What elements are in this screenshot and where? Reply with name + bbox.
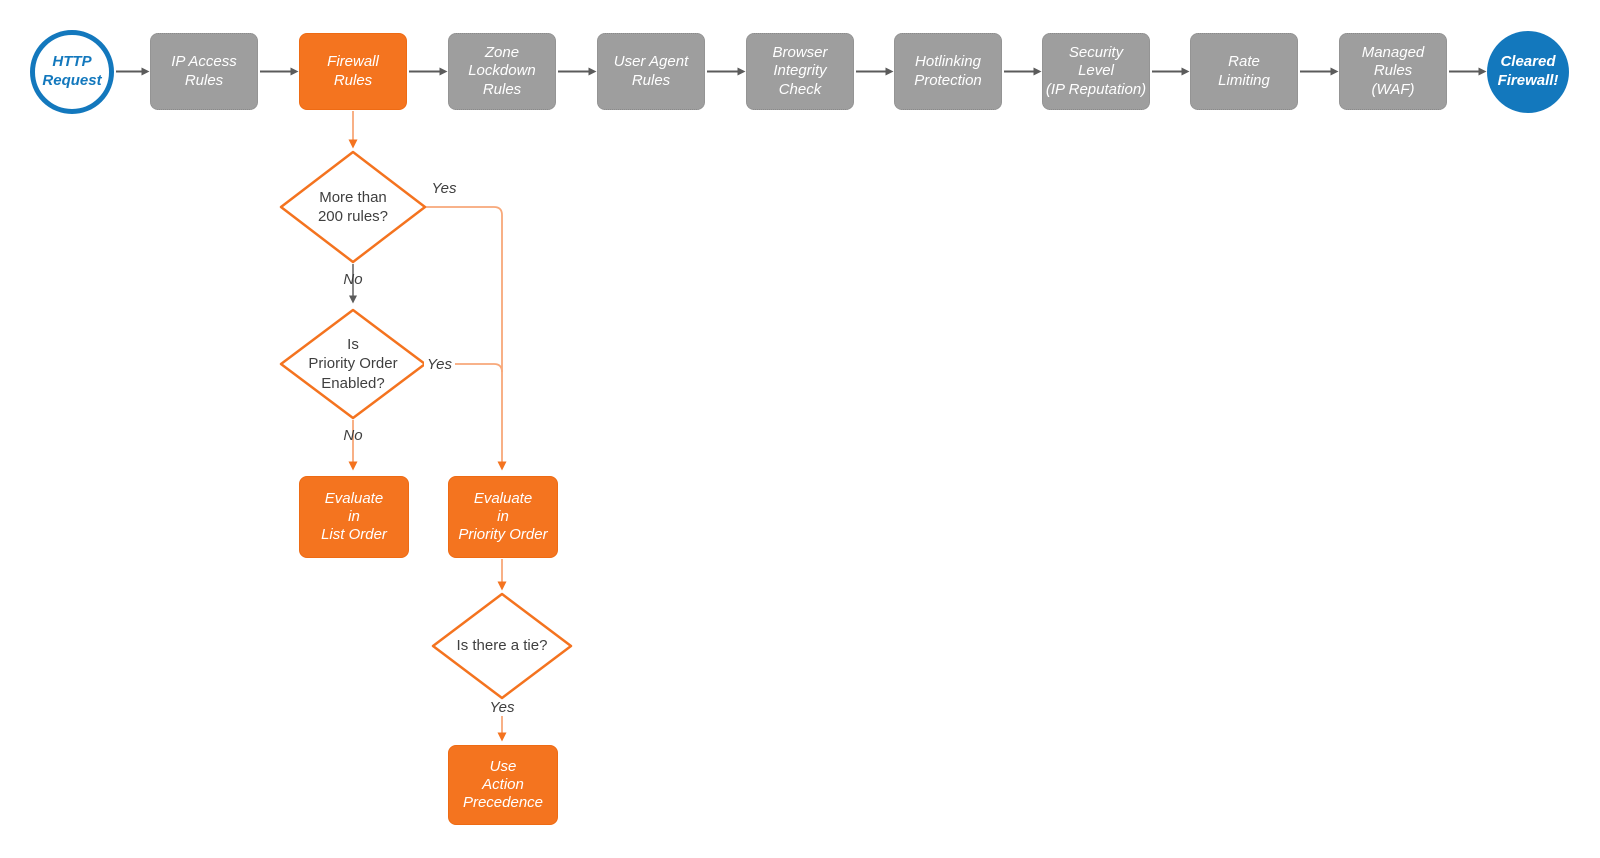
step-label: IP Access Rules xyxy=(171,53,237,89)
end-node-label: Cleared Firewall! xyxy=(1497,53,1559,89)
step-label: Security Level (IP Reputation) xyxy=(1045,44,1147,98)
step-firewall-rules: Firewall Rules xyxy=(299,33,407,110)
action-label: Evaluate in Priority Order xyxy=(458,489,548,544)
step-hotlinking-protection: Hotlinking Protection xyxy=(894,33,1002,110)
action-label: Evaluate in List Order xyxy=(321,489,387,544)
step-label: Zone Lockdown Rules xyxy=(468,44,536,98)
action-evaluate-priority-order: Evaluate in Priority Order xyxy=(448,476,558,558)
decision-diamonds xyxy=(279,150,573,700)
step-rate-limiting: Rate Limiting xyxy=(1190,33,1298,110)
start-node-http-request: HTTP Request xyxy=(30,30,114,114)
step-user-agent-rules: User Agent Rules xyxy=(597,33,705,110)
step-security-level: Security Level (IP Reputation) xyxy=(1042,33,1150,110)
decision-3-yes-label: Yes xyxy=(489,699,515,716)
step-label: User Agent Rules xyxy=(613,53,689,89)
action-use-action-precedence: Use Action Precedence xyxy=(448,745,558,825)
step-managed-rules-waf: Managed Rules (WAF) xyxy=(1339,33,1447,110)
step-ip-access-rules: IP Access Rules xyxy=(150,33,258,110)
decision-3-label: Is there a tie? xyxy=(456,637,548,655)
decision-1-no-label: No xyxy=(343,271,363,288)
step-zone-lockdown-rules: Zone Lockdown Rules xyxy=(448,33,556,110)
end-node-cleared-firewall: Cleared Firewall! xyxy=(1487,31,1569,113)
step-label: Browser Integrity Check xyxy=(772,44,828,98)
step-label: Managed Rules (WAF) xyxy=(1361,44,1425,98)
action-evaluate-list-order: Evaluate in List Order xyxy=(299,476,409,558)
action-label: Use Action Precedence xyxy=(462,757,544,812)
decision-2-yes-label: Yes xyxy=(424,355,456,374)
step-browser-integrity-check: Browser Integrity Check xyxy=(746,33,854,110)
step-label: Rate Limiting xyxy=(1218,53,1270,89)
decision-2-label: Is Priority Order Enabled? xyxy=(308,336,398,392)
start-node-label: HTTP Request xyxy=(42,53,102,89)
decision-2-no-label: No xyxy=(343,427,363,444)
step-label: Firewall Rules xyxy=(327,53,379,89)
decision-1-yes-label: Yes xyxy=(431,180,457,197)
step-label: Hotlinking Protection xyxy=(914,53,982,89)
decision-1-label: More than 200 rules? xyxy=(317,188,389,225)
